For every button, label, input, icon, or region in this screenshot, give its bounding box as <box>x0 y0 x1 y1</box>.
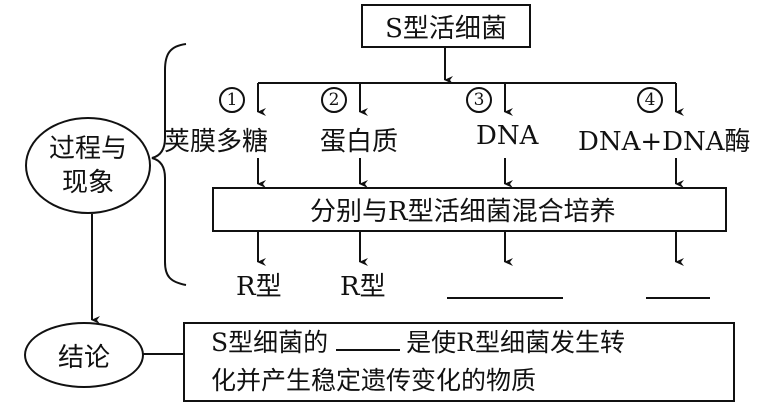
result-group-2: R型 <box>340 272 386 302</box>
conclusion-label: 结论 <box>57 342 110 373</box>
conclusion-line2: 化并产生稳定遗传变化的物质 <box>211 366 537 395</box>
process-phenomenon-oval: 过程与 现象 <box>25 117 151 214</box>
conclusion-blank <box>336 327 401 351</box>
result-blank-group-3 <box>447 297 563 299</box>
process-label-line1: 过程与 <box>48 133 127 164</box>
substance-capsule-polysaccharide: 荚膜多糖 <box>164 127 269 157</box>
result-group-1: R型 <box>236 272 282 302</box>
substance-dna-plus-dnase: DNA+DNA酶 <box>578 127 751 157</box>
conclusion-box: S型细菌的 是使R型细菌发生转 化并产生稳定遗传变化的物质 <box>183 322 735 402</box>
s-type-live-bacteria-box: S型活细菌 <box>361 4 531 48</box>
conclusion-line1-after: 是使R型细菌发生转 <box>406 328 625 357</box>
group-4-number: 4 <box>637 87 663 113</box>
top-box-label: S型活细菌 <box>385 13 507 44</box>
conclusion-line1-before: S型细菌的 <box>211 328 329 357</box>
substance-protein: 蛋白质 <box>320 127 399 157</box>
conclusion-line1: S型细菌的 是使R型细菌发生转 <box>185 324 625 362</box>
process-label-line2: 现象 <box>61 167 114 198</box>
mix-box-label: 分别与R型活细菌混合培养 <box>310 197 616 227</box>
curly-brace <box>151 43 187 286</box>
result-blank-group-4 <box>646 297 710 299</box>
group-3-number: 3 <box>466 87 492 113</box>
group-2-number: 2 <box>321 87 347 113</box>
mix-culture-box: 分别与R型活细菌混合培养 <box>212 187 727 232</box>
conclusion-oval: 结论 <box>24 322 144 388</box>
group-1-number: 1 <box>219 87 245 113</box>
substance-dna: DNA <box>476 121 539 151</box>
